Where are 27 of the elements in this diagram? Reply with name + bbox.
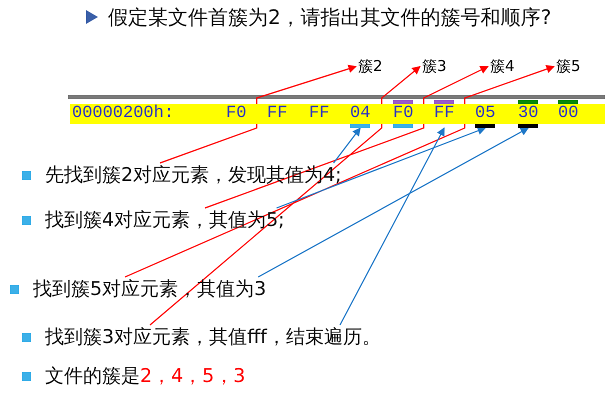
cluster-label: 簇4	[490, 57, 515, 76]
arrow	[150, 66, 421, 326]
cluster-label: 簇5	[556, 57, 581, 76]
hex-byte: 30	[518, 100, 538, 128]
hex-byte: FF	[267, 100, 288, 128]
hex-byte: F0	[393, 100, 414, 128]
arrow	[204, 66, 489, 209]
bullet-text: 找到簇5对应元素，其值为3	[33, 278, 266, 300]
hex-byte: FF	[434, 100, 454, 128]
hex-byte: 05	[475, 100, 496, 128]
hex-byte: 04	[350, 100, 370, 128]
arrow	[333, 127, 361, 164]
hex-byte: FF	[309, 100, 330, 128]
cluster-label: 簇2	[358, 57, 383, 76]
slide-title: 假定某文件首簇为2，请指出其文件的簇号和顺序?	[108, 4, 552, 31]
arrow	[258, 127, 529, 278]
cluster-label: 簇3	[422, 57, 447, 76]
address-text: 00000200h:	[72, 103, 174, 125]
arrow	[124, 65, 555, 278]
hex-byte: 00	[558, 100, 578, 128]
answer-text: 2，4，5，3	[140, 365, 246, 387]
list-text: 文件的簇是	[45, 365, 140, 387]
bullet-text: 找到簇3对应元素，其值fff，结束遍历。	[45, 326, 381, 348]
arrow	[276, 126, 486, 209]
arrow	[160, 64, 357, 164]
arrow	[339, 127, 445, 326]
hex-byte: F0	[226, 100, 246, 128]
